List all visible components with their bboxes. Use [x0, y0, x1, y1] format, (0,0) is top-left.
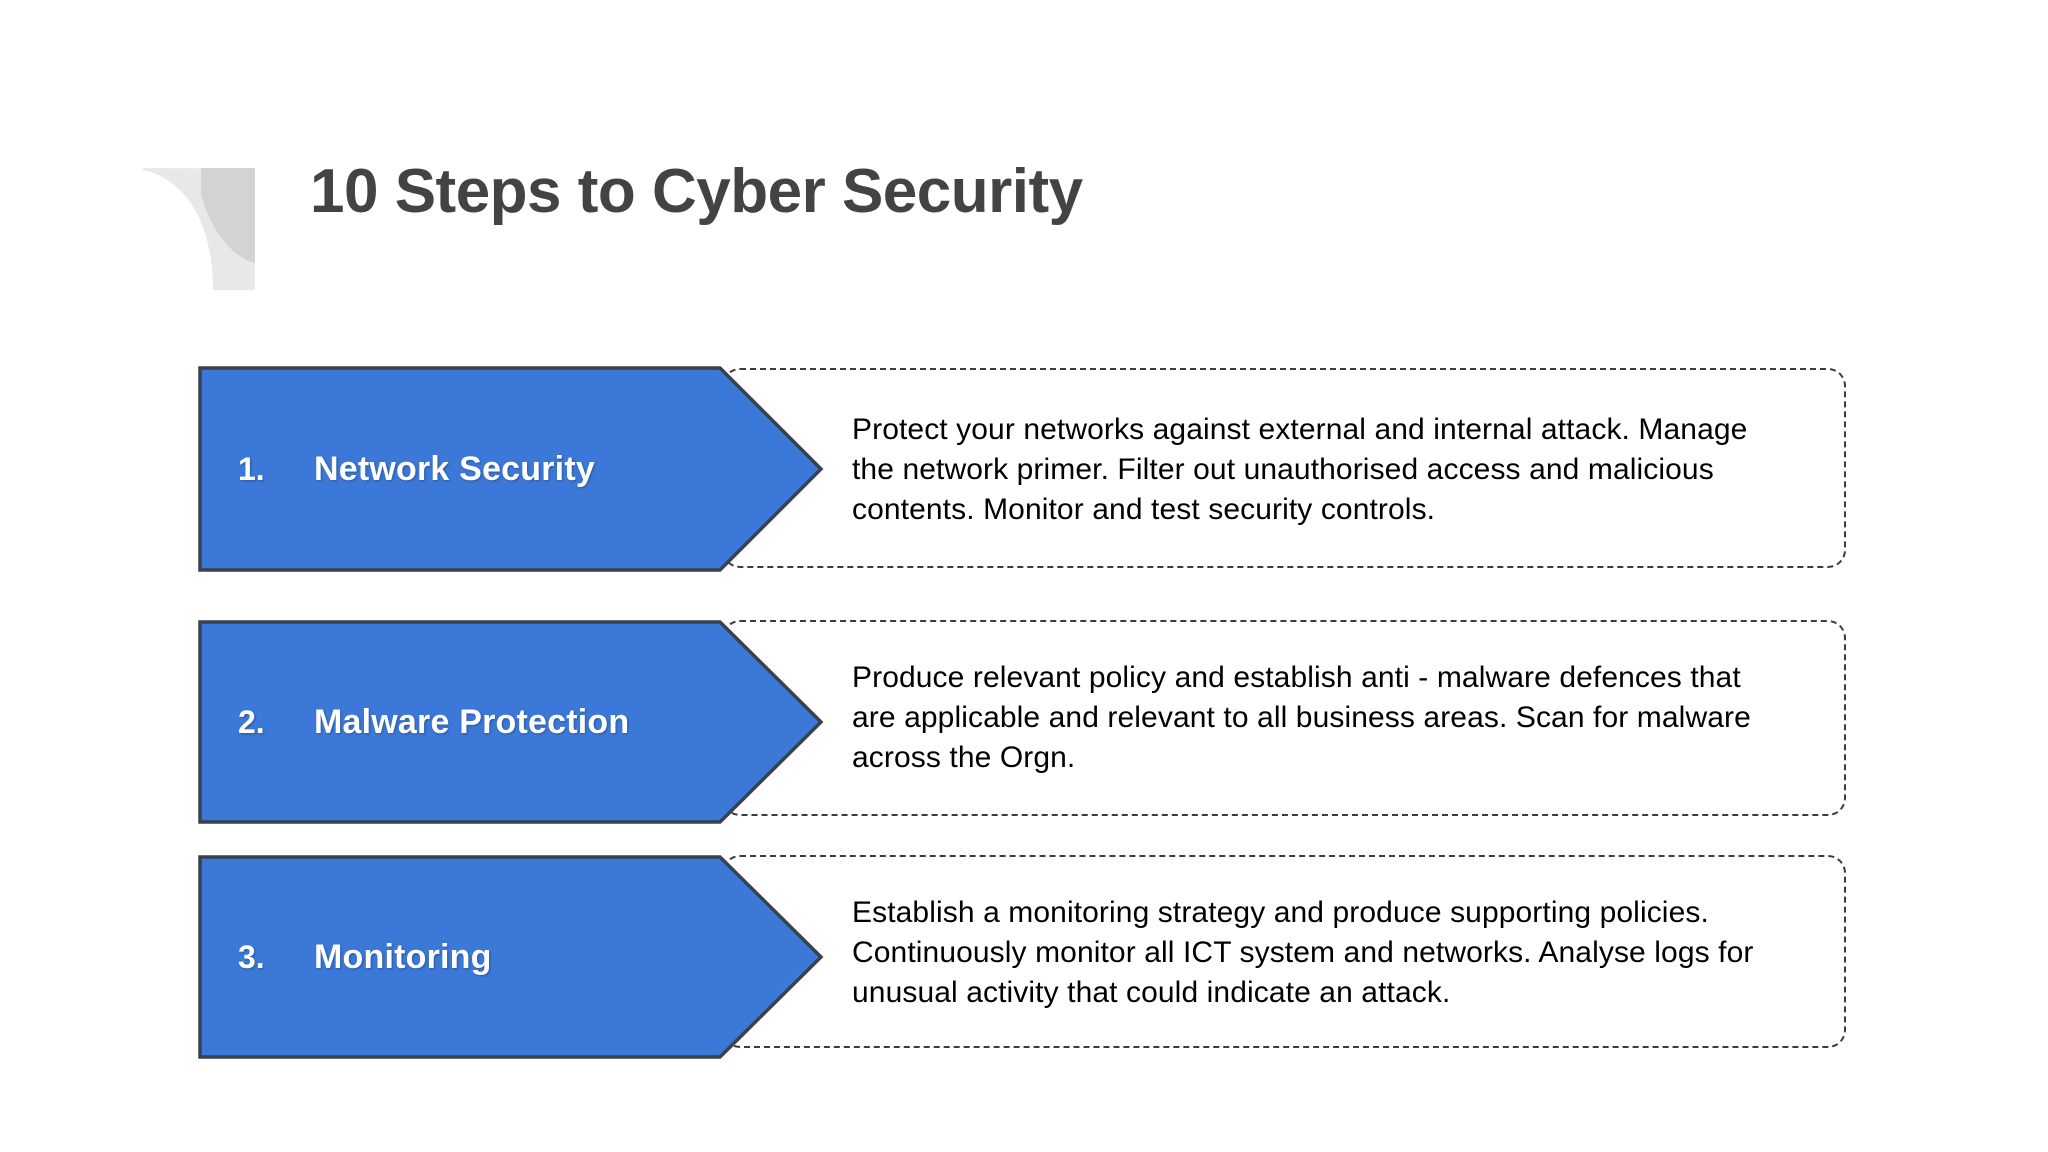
- quarter-petal-decoration-icon: [143, 168, 255, 290]
- step-arrow-shape[interactable]: [198, 620, 824, 824]
- step-row: Produce relevant policy and establish an…: [0, 620, 2048, 824]
- step-description: Establish a monitoring strategy and prod…: [852, 896, 1754, 1009]
- description-panel: Protect your networks against external a…: [722, 368, 1846, 568]
- page-title: 10 Steps to Cyber Security: [310, 157, 1083, 226]
- step-row: Protect your networks against external a…: [0, 366, 2048, 572]
- description-panel: Produce relevant policy and establish an…: [722, 620, 1846, 816]
- step-description: Protect your networks against external a…: [852, 413, 1748, 526]
- step-description: Produce relevant policy and establish an…: [852, 661, 1751, 774]
- description-panel: Establish a monitoring strategy and prod…: [722, 855, 1846, 1048]
- step-arrow-shape[interactable]: [198, 855, 824, 1059]
- step-arrow-shape[interactable]: [198, 366, 824, 572]
- step-row: Establish a monitoring strategy and prod…: [0, 855, 2048, 1059]
